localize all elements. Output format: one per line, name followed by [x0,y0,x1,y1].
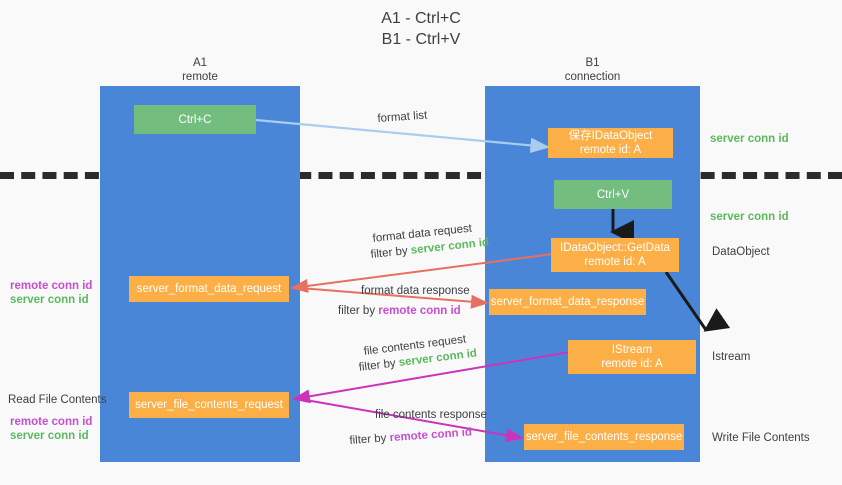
label-write-file-contents: Write File Contents [712,432,810,444]
label-left-remote-conn-id-2: remote conn id [10,416,93,428]
label-format-data-response: format data response [361,285,470,297]
node-ctrl-v[interactable]: Ctrl+V [554,180,672,209]
label-read-file-contents: Read File Contents [8,394,107,406]
phase-divider [0,172,842,179]
node-idataobject-getdata-label: IDataObject::GetData [560,242,670,254]
page-title: A1 - Ctrl+C B1 - Ctrl+V [381,10,461,48]
node-server-file-contents-response-label: server_file_contents_response [525,431,683,443]
node-ctrl-v-label: Ctrl+V [596,188,630,201]
node-save-idataobject-label: 保存IDataObject [568,130,653,142]
label-dataobject: DataObject [712,246,770,258]
label-server-conn-id-top: server conn id [710,133,789,145]
node-istream-label: IStream [611,344,653,356]
node-idataobject-getdata-subtext: remote id: A [584,256,646,268]
label-left-server-conn-id-2: server conn id [10,430,89,442]
label-istream: Istream [712,351,751,363]
node-server-file-contents-response[interactable]: server_file_contents_response [524,424,684,450]
node-save-idataobject-subtext: remote id: A [579,144,642,156]
label-format-list: format list [377,109,428,125]
node-server-format-data-response-label: server_format_data_response [490,296,645,308]
filter-by-text-2: filter by [338,305,376,317]
filter-by-text-3: filter by [358,357,397,374]
swimlane-a1-title: A1 remote [182,57,218,83]
filter-by-text-1: filter by [370,245,409,261]
node-server-format-data-response[interactable]: server_format_data_response [489,289,646,315]
label-server-conn-id-mid: server conn id [710,211,789,223]
label-left-server-conn-id-1: server conn id [10,294,89,306]
node-server-format-data-request[interactable]: server_format_data_request [129,276,289,302]
node-server-format-data-request-label: server_format_data_request [136,283,282,295]
node-server-file-contents-request[interactable]: server_file_contents_request [129,392,289,418]
node-ctrl-c-label: Ctrl+C [178,113,212,126]
node-istream[interactable]: IStream remote id: A [568,340,696,374]
label-file-contents-response: file contents response [375,409,487,421]
remote-conn-id-text-2: remote conn id [389,426,473,445]
node-istream-subtext: remote id: A [601,358,663,370]
filter-by-text-4: filter by [349,432,387,447]
swimlane-b1-title: B1 connection [564,57,621,83]
node-server-file-contents-request-label: server_file_contents_request [135,399,283,411]
label-left-remote-conn-id-1: remote conn id [10,280,93,292]
node-save-idataobject[interactable]: 保存IDataObject remote id: A [548,128,673,158]
label-filter-by-remote-conn-id-2: filter by remote conn id [349,425,472,448]
node-ctrl-c[interactable]: Ctrl+C [134,105,256,134]
label-filter-by-remote-conn-id-1: filter by remote conn id [338,304,461,318]
remote-conn-id-text-1: remote conn id [378,305,461,317]
